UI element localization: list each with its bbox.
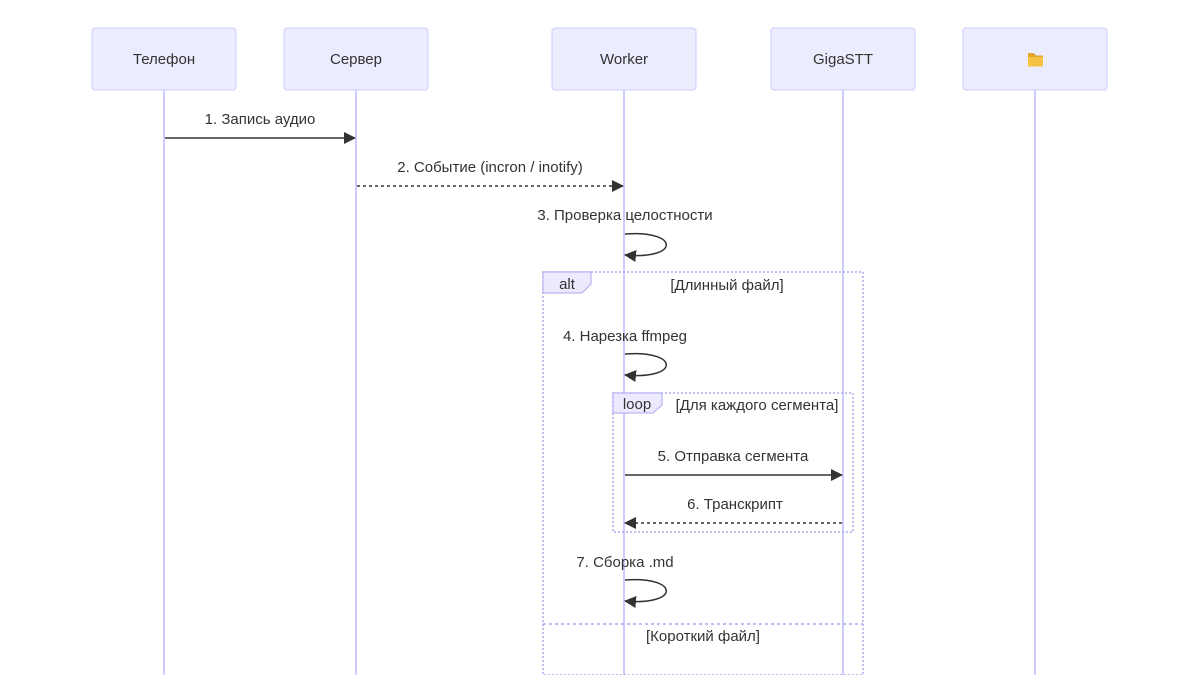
message-2: 2. Событие (incron / inotify)	[357, 159, 624, 192]
message-7-arrow	[624, 578, 667, 608]
message-3: 3. Проверка целостности	[537, 207, 713, 262]
message-7-label: 7. Сборка .md	[576, 554, 673, 571]
folder-icon	[1028, 53, 1043, 67]
message-6-label: 6. Транскрипт	[687, 496, 783, 513]
message-2-label: 2. Событие (incron / inotify)	[397, 159, 583, 176]
participant-storage[interactable]	[962, 27, 1108, 91]
participant-label: Worker	[600, 51, 648, 68]
message-3-label: 3. Проверка целостности	[537, 207, 712, 224]
fragment-loop: loop [Для каждого сегмента]	[612, 392, 854, 533]
fragment-alt: alt [Длинный файл] [Короткий файл]	[542, 271, 864, 675]
fragment-loop-label-box	[612, 392, 663, 414]
fragment-loop-label: loop	[623, 396, 651, 413]
message-3-arrow	[624, 232, 667, 262]
participant-box	[551, 27, 697, 91]
fragment-alt-label: alt	[559, 276, 576, 293]
participant-worker[interactable]: Worker	[551, 27, 697, 91]
fragment-alt-else-condition: [Короткий файл]	[646, 628, 760, 645]
message-5-label: 5. Отправка сегмента	[658, 448, 809, 465]
message-4-label: 4. Нарезка ffmpeg	[563, 328, 687, 345]
message-6: 6. Транскрипт	[624, 496, 842, 529]
lifelines	[163, 90, 1036, 675]
message-5: 5. Отправка сегмента	[625, 448, 843, 481]
fragment-alt-condition: [Длинный файл]	[670, 277, 783, 294]
participant-label: Сервер	[330, 51, 382, 68]
message-4: 4. Нарезка ffmpeg	[563, 328, 687, 382]
message-1: 1. Запись аудио	[165, 111, 356, 144]
participant-gigastt[interactable]: GigaSTT	[770, 27, 916, 91]
participant-label: Телефон	[133, 51, 195, 68]
participant-server[interactable]: Сервер	[283, 27, 429, 91]
message-1-label: 1. Запись аудио	[205, 111, 316, 128]
participant-phone[interactable]: Телефон	[91, 27, 237, 91]
participant-box	[91, 27, 237, 91]
participant-label: GigaSTT	[813, 51, 873, 68]
participant-box	[770, 27, 916, 91]
message-4-arrow	[624, 352, 667, 382]
fragment-alt-frame	[542, 271, 864, 675]
participant-box	[283, 27, 429, 91]
fragment-loop-condition: [Для каждого сегмента]	[676, 397, 839, 414]
message-7: 7. Сборка .md	[576, 554, 674, 608]
fragment-alt-label-box	[542, 271, 592, 294]
fragment-loop-frame	[612, 392, 854, 533]
